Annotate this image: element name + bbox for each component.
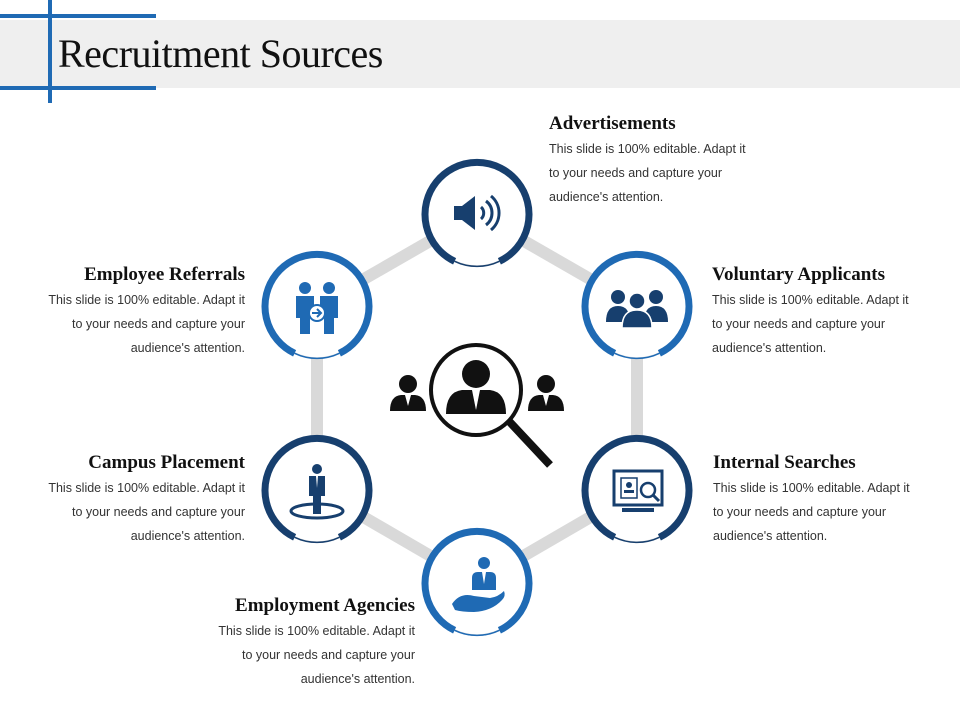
source-title: Employment Agencies: [235, 595, 415, 616]
group-icon: [606, 290, 668, 329]
source-title: Employee Referrals: [84, 264, 245, 285]
accent-line-top: [0, 14, 156, 18]
source-description: This slide is 100% editable. Adapt it to…: [48, 293, 245, 355]
source-description: This slide is 100% editable. Adapt it to…: [713, 481, 910, 543]
node-employee-referrals: [261, 250, 373, 360]
accent-line-vertical: [48, 0, 52, 103]
page-title: Recruitment Sources: [58, 31, 383, 76]
source-advertisements: Advertisements This slide is 100% editab…: [549, 113, 764, 209]
source-description: This slide is 100% editable. Adapt it to…: [549, 142, 746, 204]
monitor-search-icon: [612, 469, 664, 512]
source-employee-referrals: Employee Referrals This slide is 100% ed…: [30, 264, 245, 360]
source-description: This slide is 100% editable. Adapt it to…: [48, 481, 245, 543]
source-title: Campus Placement: [88, 452, 245, 473]
hand-person-icon: [452, 557, 505, 612]
source-title: Advertisements: [549, 113, 676, 134]
node-voluntary-applicants: [581, 250, 693, 360]
source-campus-placement: Campus Placement This slide is 100% edit…: [30, 452, 245, 548]
node-campus-placement: [261, 434, 373, 544]
title-bar: [0, 20, 960, 88]
source-employment-agencies: Employment Agencies This slide is 100% e…: [200, 595, 415, 691]
person-target-icon: [289, 464, 345, 520]
source-description: This slide is 100% editable. Adapt it to…: [218, 624, 415, 686]
source-title: Internal Searches: [713, 452, 856, 473]
source-description: This slide is 100% editable. Adapt it to…: [712, 293, 909, 355]
source-internal-searches: Internal Searches This slide is 100% edi…: [713, 452, 928, 548]
two-people-icon: [296, 282, 338, 334]
node-internal-searches: [581, 434, 693, 544]
person-magnifier-icon: [390, 343, 564, 468]
node-employment-agencies: [421, 527, 533, 637]
accent-line-bottom: [0, 86, 156, 90]
speaker-icon: [454, 194, 501, 232]
source-voluntary-applicants: Voluntary Applicants This slide is 100% …: [712, 264, 927, 360]
node-advertisements: [421, 158, 533, 268]
source-title: Voluntary Applicants: [712, 264, 885, 285]
